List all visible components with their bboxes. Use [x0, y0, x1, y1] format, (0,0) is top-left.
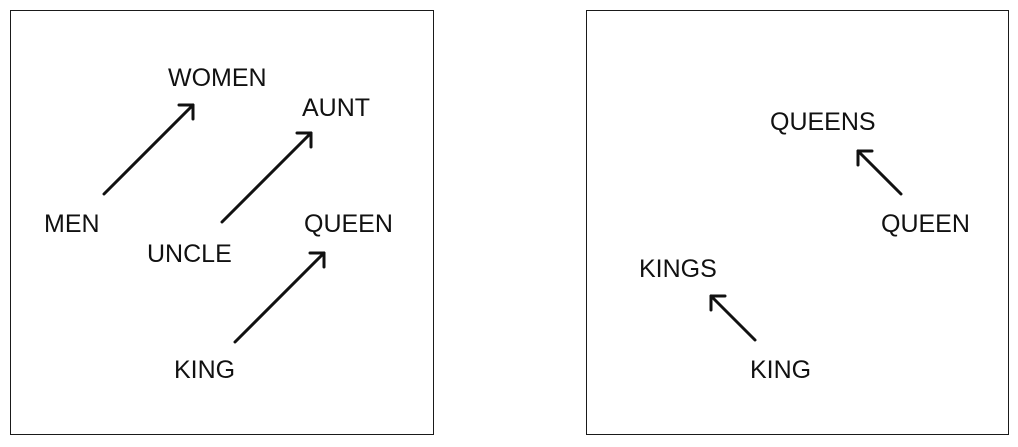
word-aunt: AUNT	[302, 94, 371, 122]
word-king-right: KING	[750, 356, 812, 384]
word-queen-left: QUEEN	[304, 210, 393, 238]
word-queens: QUEENS	[770, 108, 876, 136]
word-men: MEN	[44, 210, 100, 238]
word-queen-right: QUEEN	[881, 210, 970, 238]
right-panel	[586, 10, 1009, 435]
word-women: WOMEN	[168, 64, 267, 92]
word-kings: KINGS	[639, 255, 717, 283]
word-uncle: UNCLE	[147, 240, 232, 268]
word-king-left: KING	[174, 356, 236, 384]
